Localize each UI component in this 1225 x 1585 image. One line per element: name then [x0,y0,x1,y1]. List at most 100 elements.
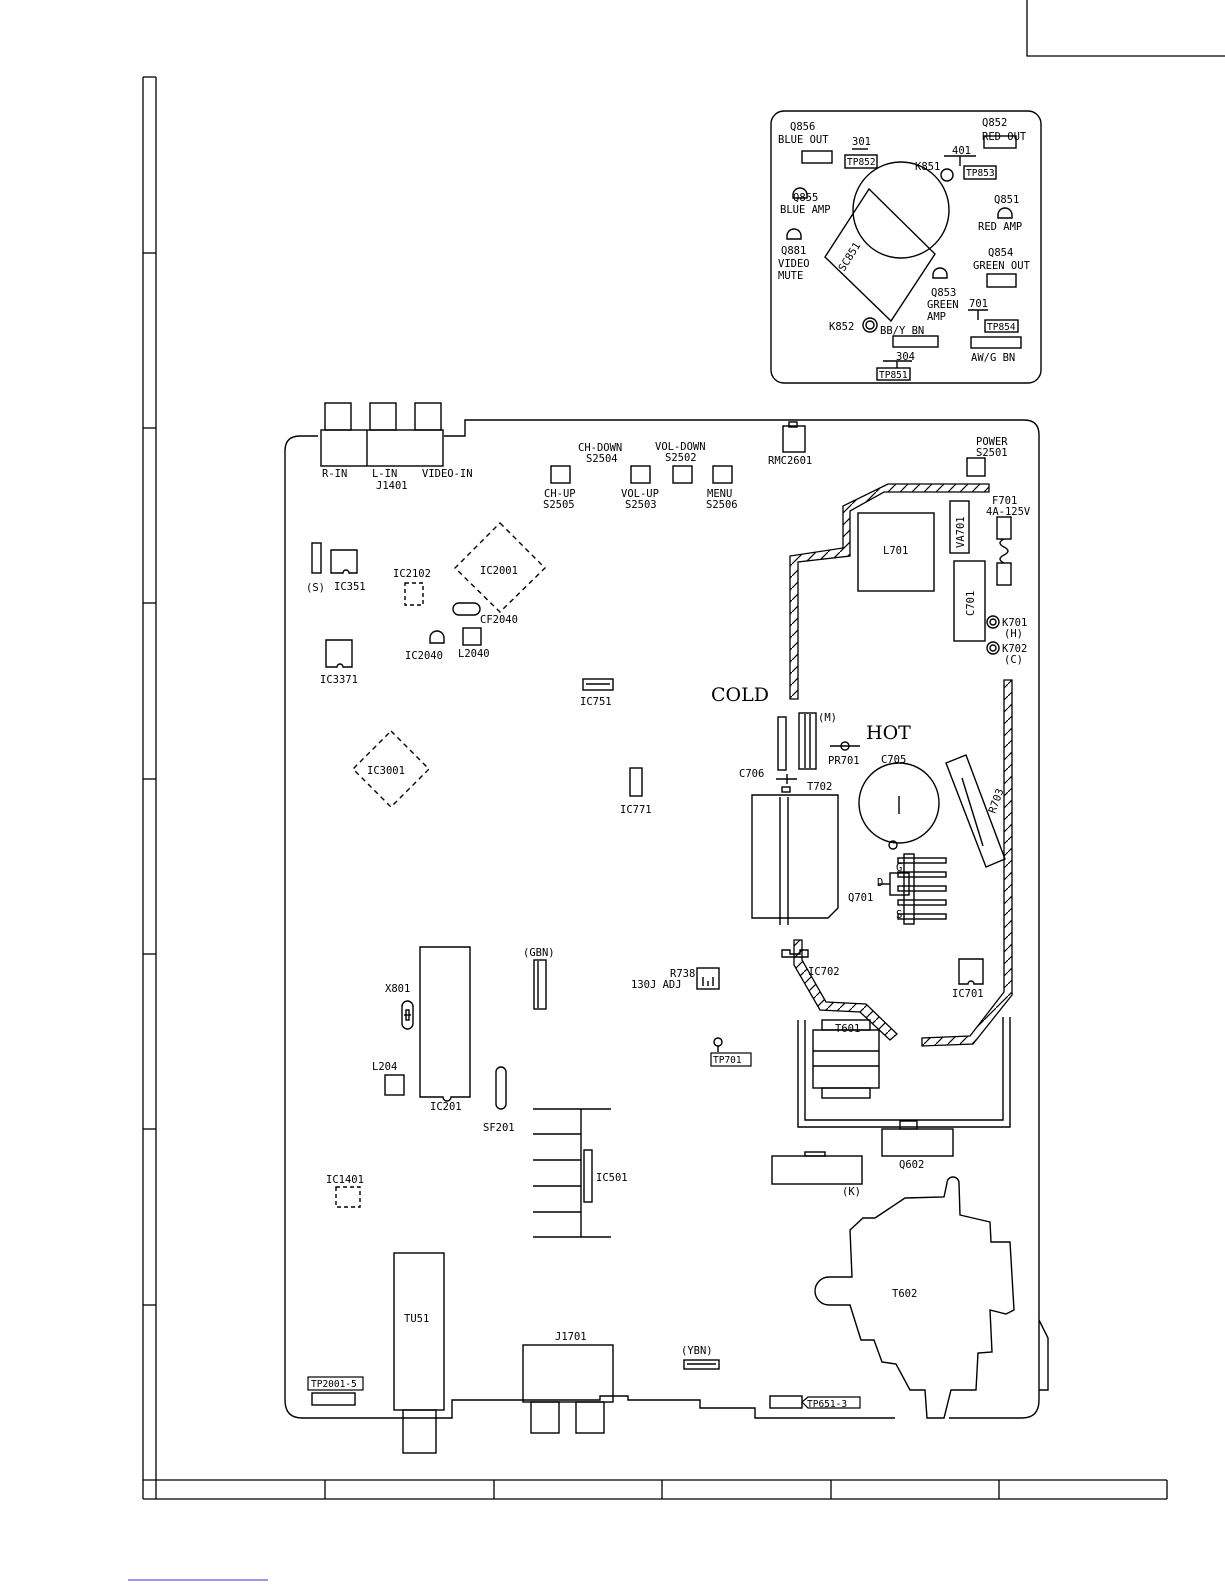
label-q853: Q853 [931,287,956,299]
label-l2040: L2040 [458,648,490,660]
label-k701: K701 [1002,617,1027,629]
main-board [284,402,1049,1454]
label-ic201: IC201 [430,1101,462,1113]
label-va701: VA701 [955,516,967,548]
label-h: (H) [1004,628,1023,640]
label-s2502: S2502 [665,452,697,464]
label-j1401: J1401 [376,480,408,492]
label-menu: MENU [707,488,732,500]
label-gbn: (GBN) [523,947,555,959]
label-cold: COLD [711,684,769,706]
label-ic2102: IC2102 [393,568,431,580]
label-ch-down: CH-DOWN [578,442,622,454]
label-sf201: SF201 [483,1122,515,1134]
label-video: VIDEO [778,258,810,270]
label-awg-bn: AW/G BN [971,352,1015,364]
label-304: 304 [896,351,915,363]
label-k702: K702 [1002,643,1027,655]
hatch-areas [789,483,1013,1047]
label-red-out: RED OUT [982,131,1027,143]
label-tp851: TP851 [879,370,908,381]
main-board-labels: R-IN L-IN VIDEO-IN J1401 CH-DOWN S2504 V… [306,436,1031,1410]
label-r-in: R-IN [322,468,347,480]
label-f701: F701 [992,495,1017,507]
label-401: 401 [952,145,971,157]
label-tp651-3: TP651-3 [807,1399,847,1410]
label-t702: T702 [807,781,832,793]
label-q852: Q852 [982,117,1007,129]
label-ic702: IC702 [808,966,840,978]
label-tp2001-5: TP2001-5 [311,1379,357,1390]
label-pin-s: S [896,909,902,921]
label-green-out: GREEN OUT [973,260,1031,272]
label-l204: L204 [372,1061,397,1073]
label-s2505: S2505 [543,499,575,511]
label-amp: AMP [927,311,946,323]
label-q855: Q855 [793,192,818,204]
label-ic1401: IC1401 [326,1174,364,1186]
label-tp854: TP854 [987,322,1016,333]
label-tu51: TU51 [404,1313,429,1325]
label-ic351: IC351 [334,581,366,593]
label-j1701: J1701 [555,1331,587,1343]
label-rmc2601: RMC2601 [768,455,812,467]
label-x801: X801 [385,983,410,995]
label-s2504: S2504 [586,453,618,465]
label-mute: MUTE [778,270,803,282]
label-sc851: SC851 [836,240,863,273]
label-l-in: L-IN [372,468,397,480]
label-ic501: IC501 [596,1172,628,1184]
label-blue-amp: BLUE AMP [780,204,831,216]
label-q602: Q602 [899,1159,924,1171]
label-ic3001: IC3001 [367,765,405,777]
label-ic2040: IC2040 [405,650,443,662]
label-green: GREEN [927,299,959,311]
label-power: POWER [976,436,1008,448]
label-video-in: VIDEO-IN [422,468,473,480]
label-bby-bn: BB/Y BN [880,325,924,337]
label-q851: Q851 [994,194,1019,206]
label-m: (M) [818,712,837,724]
label-hot: HOT [866,722,911,744]
label-tp852: TP852 [847,157,876,168]
label-s2503: S2503 [625,499,657,511]
page-frame [142,0,1225,1500]
label-c706: C706 [739,768,764,780]
label-c705: C705 [881,754,906,766]
label-s: (S) [306,582,325,594]
label-ic701: IC701 [952,988,984,1000]
label-q854: Q854 [988,247,1013,259]
label-ic751: IC751 [580,696,612,708]
label-tp701: TP701 [713,1055,742,1066]
label-s2501: S2501 [976,447,1008,459]
label-t601: T601 [835,1023,860,1035]
crt-board [770,110,1042,384]
label-c701: C701 [965,591,977,616]
label-301: 301 [852,136,871,148]
crt-board-labels: Q856 BLUE OUT 301 TP852 Q852 RED OUT 401… [778,117,1031,381]
label-t602: T602 [892,1288,917,1300]
label-pin-d: D [877,877,883,889]
label-ic2001: IC2001 [480,565,518,577]
label-ch-up: CH-UP [544,488,576,500]
label-blue-out: BLUE OUT [778,134,829,146]
label-r738-adj: 130J ADJ [631,979,682,991]
label-ybn: (YBN) [681,1345,713,1357]
label-ic3371: IC3371 [320,674,358,686]
label-q701: Q701 [848,892,873,904]
label-fuse-rating: 4A-125V [986,506,1031,518]
label-pin-g: G [896,862,902,874]
label-s2506: S2506 [706,499,738,511]
label-q881: Q881 [781,245,806,257]
label-vol-down: VOL-DOWN [655,441,706,453]
label-k851: K851 [915,161,940,173]
label-red-amp: RED AMP [978,221,1022,233]
label-pr701: PR701 [828,755,860,767]
label-q856: Q856 [790,121,815,133]
label-ic771: IC771 [620,804,652,816]
label-r738: R738 [670,968,695,980]
label-c: (C) [1004,654,1023,666]
label-cf2040: CF2040 [480,614,518,626]
label-k852: K852 [829,321,854,333]
